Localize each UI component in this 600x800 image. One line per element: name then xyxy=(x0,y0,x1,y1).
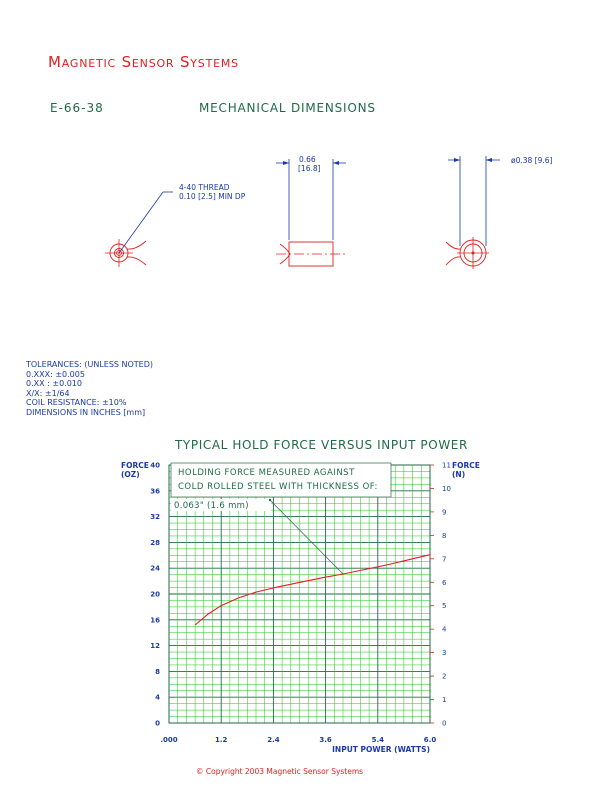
y2-axis-label-line2: (N) xyxy=(452,470,465,479)
x-tick-label: 3.6 xyxy=(319,736,332,744)
length-dim-line1: 0.66 xyxy=(299,155,316,164)
annotation-line2: COLD ROLLED STEEL WITH THICKNESS OF: xyxy=(178,482,378,492)
y2-tick-label: 6 xyxy=(442,579,447,587)
x-tick-label: 5.4 xyxy=(372,736,385,744)
mechanical-views: 4-40 THREAD 0.10 [2.5] MIN DP 0.66 [16.8… xyxy=(105,155,553,269)
y2-tick-label: 10 xyxy=(442,485,451,493)
end-view-diameter: ø0.38 [9.6] xyxy=(445,156,553,269)
chart-title: TYPICAL HOLD FORCE VERSUS INPUT POWER xyxy=(175,438,468,452)
thread-note-line2: 0.10 [2.5] MIN DP xyxy=(179,192,246,201)
y2-tick-label: 0 xyxy=(442,720,446,728)
copyright-notice: © Copyright 2003 Magnetic Sensor Systems xyxy=(196,767,364,776)
y-tick-label: 8 xyxy=(155,668,160,676)
y-axis-label-line1: FORCE xyxy=(121,461,149,470)
x-tick-label: .000 xyxy=(160,736,177,744)
thread-note-line1: 4-40 THREAD xyxy=(179,183,230,192)
x-axis-label: INPUT POWER (WATTS) xyxy=(332,745,430,754)
tolerances-heading: TOLERANCES: (UNLESS NOTED) xyxy=(26,360,154,369)
x-tick-label: 2.4 xyxy=(267,736,280,744)
y2-tick-label: 1 xyxy=(442,696,446,704)
y-tick-label: 0 xyxy=(155,720,160,728)
y-tick-label: 32 xyxy=(150,513,160,521)
end-view-threaded: 4-40 THREAD 0.10 [2.5] MIN DP xyxy=(105,183,246,267)
y-tick-label: 12 xyxy=(150,642,160,650)
tolerances-block: TOLERANCES: (UNLESS NOTED) 0.XXX: ±0.005… xyxy=(26,360,153,417)
dimension-units-note: DIMENSIONS IN INCHES [mm] xyxy=(26,407,146,417)
y2-tick-label: 7 xyxy=(442,555,446,563)
tolerance-2-decimal: 0.XX : ±0.010 xyxy=(26,379,82,388)
hold-force-chart: HOLDING FORCE MEASURED AGAINST COLD ROLL… xyxy=(121,461,480,754)
company-name: Magnetic Sensor Systems xyxy=(48,53,239,71)
diameter-dim: ø0.38 [9.6] xyxy=(511,156,553,165)
annotation-line3: 0.063" (1.6 mm) xyxy=(174,501,249,511)
tolerance-coil-resistance: COIL RESISTANCE: ±10% xyxy=(26,398,127,407)
y-tick-label: 4 xyxy=(155,694,160,702)
y-tick-label: 20 xyxy=(150,591,160,599)
y2-tick-label: 9 xyxy=(442,508,446,516)
y2-tick-label: 5 xyxy=(442,602,446,610)
y-tick-label: 24 xyxy=(150,565,160,573)
y-tick-label: 28 xyxy=(150,539,160,547)
drawing-number: E-66-38 xyxy=(50,101,104,115)
length-dim-line2: [16.8] xyxy=(298,164,321,173)
y-tick-label: 40 xyxy=(150,462,160,470)
side-view: 0.66 [16.8] xyxy=(276,155,346,267)
x-tick-label: 6.0 xyxy=(424,736,437,744)
tolerance-fraction: X/X: ±1/64 xyxy=(26,388,70,398)
annotation-line1: HOLDING FORCE MEASURED AGAINST xyxy=(178,468,355,478)
y2-tick-label: 3 xyxy=(442,649,446,657)
y2-tick-label: 4 xyxy=(442,626,447,634)
hold-force-curve xyxy=(194,554,431,626)
x-tick-label: 1.2 xyxy=(215,736,228,744)
annotation-leader-dot xyxy=(268,498,272,502)
y-axis-label-line2: (OZ) xyxy=(121,470,140,479)
y-tick-label: 36 xyxy=(150,487,160,495)
tolerance-3-decimal: 0.XXX: ±0.005 xyxy=(26,369,85,379)
y-tick-label: 16 xyxy=(150,616,160,624)
y2-tick-label: 2 xyxy=(442,673,446,681)
chart-annotation: HOLDING FORCE MEASURED AGAINST COLD ROLL… xyxy=(170,462,392,575)
y2-axis-label-line1: FORCE xyxy=(452,461,480,470)
y2-tick-label: 11 xyxy=(442,462,451,470)
y2-tick-label: 8 xyxy=(442,532,446,540)
annotation-leader xyxy=(269,499,344,575)
drawing-title: MECHANICAL DIMENSIONS xyxy=(199,101,376,115)
